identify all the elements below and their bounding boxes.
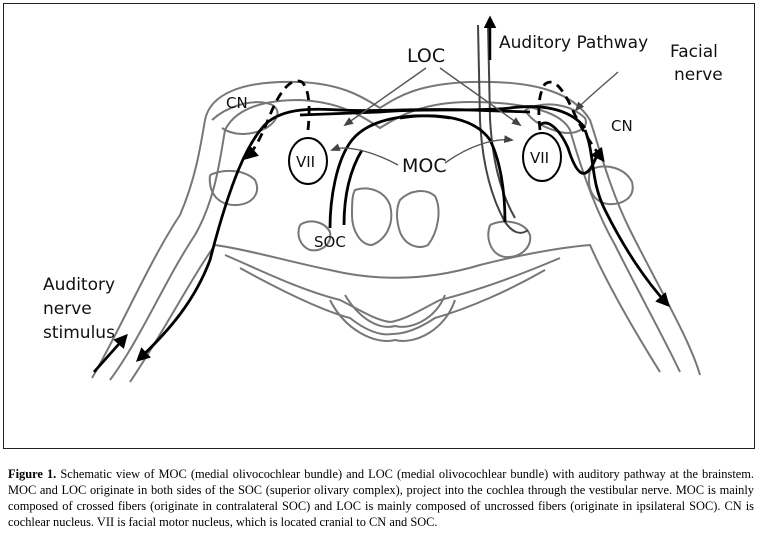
left-dashed-nerve: [243, 79, 311, 160]
right-efferent-fiber: [299, 105, 587, 129]
brainstem-diagram: LOC Auditory Pathway Facial nerve CN CN …: [43, 15, 723, 383]
facial-nerve-label-line1: Facial: [670, 42, 718, 62]
soc-label: SOC: [314, 233, 346, 251]
moc-label: MOC: [402, 155, 447, 177]
stimulus-label-line2: nerve: [43, 299, 92, 319]
vii-right-label: VII: [530, 149, 549, 167]
auditory-pathway-label: Auditory Pathway: [499, 33, 648, 53]
facial-nerve-label-line2: nerve: [674, 65, 723, 85]
stimulus-label-line3: stimulus: [43, 323, 115, 343]
figure-caption: Figure 1. Schematic view of MOC (medial …: [8, 466, 754, 530]
loc-label: LOC: [407, 45, 445, 67]
fiber-pathways: [92, 79, 670, 373]
stimulus-label-line1: Auditory: [43, 275, 115, 295]
brainstem-outline: [91, 80, 701, 383]
caption-label: Figure 1.: [8, 467, 57, 481]
vii-left-nucleus: [288, 137, 328, 185]
right-dashed-nerve: [537, 80, 605, 163]
label-pointers: [330, 67, 619, 166]
caption-text: Schematic view of MOC (medial olivocochl…: [8, 467, 754, 529]
vii-left-label: VII: [296, 153, 315, 171]
right-vii-loop: [539, 121, 600, 175]
right-soc-fiber: [399, 114, 507, 223]
figure-frame: [3, 3, 755, 449]
cn-right-label: CN: [611, 117, 633, 135]
auditory-pathway-tract: [477, 15, 529, 234]
left-soc-fiber-2: [342, 149, 364, 226]
cn-left-label: CN: [226, 94, 248, 112]
stimulus-arrow: [92, 333, 128, 373]
vii-right-nucleus: [522, 132, 562, 182]
left-loop: [135, 127, 264, 362]
